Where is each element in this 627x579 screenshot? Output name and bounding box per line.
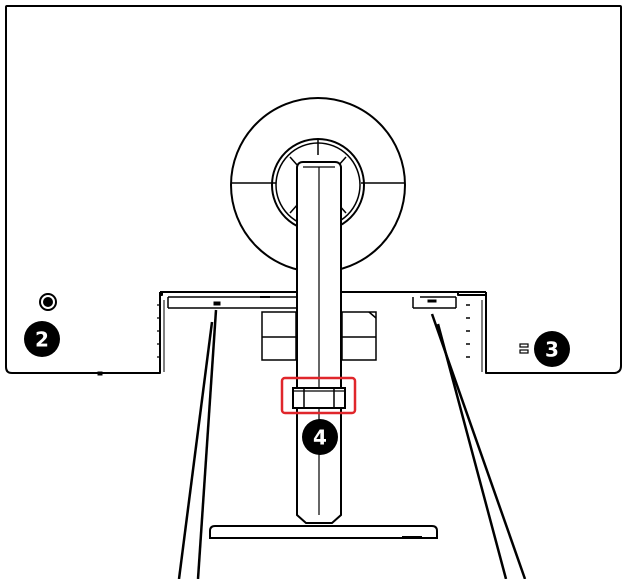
stand-bracket [261, 311, 377, 361]
callout-label-3: 3 [545, 338, 559, 362]
stand-base [209, 525, 438, 539]
callout-badge-2: 2 [24, 321, 60, 357]
cable-management-clip [280, 376, 357, 415]
callout-label-2: 2 [35, 328, 49, 352]
leader-lines [177, 309, 527, 579]
callout-label-4: 4 [313, 426, 327, 450]
callout-badge-4: 4 [302, 419, 338, 455]
headphone-jack-icon [39, 293, 57, 311]
port-marks [97, 299, 437, 376]
stand-column [296, 161, 342, 524]
callout-badge-3: 3 [534, 331, 570, 367]
kensington-lock-icon [519, 343, 529, 354]
